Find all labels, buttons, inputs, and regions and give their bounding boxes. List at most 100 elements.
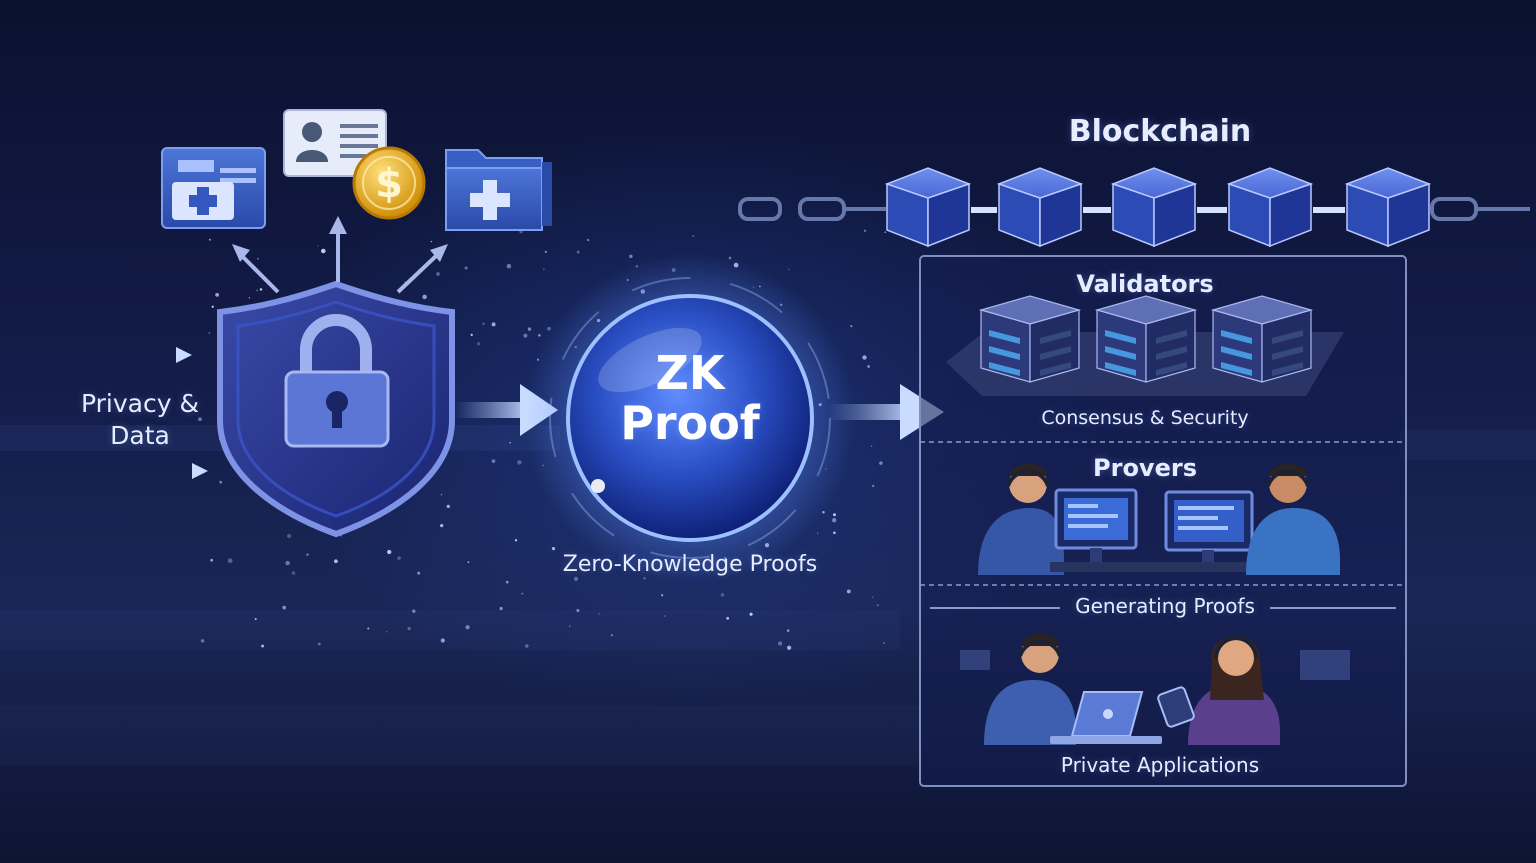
sparkle-dot bbox=[879, 461, 883, 465]
block-cubes bbox=[884, 167, 1432, 248]
server-rack-icon bbox=[1210, 295, 1314, 383]
sparkle-dot bbox=[764, 565, 768, 569]
sparkle-dot bbox=[482, 322, 485, 326]
sparkle-dot bbox=[259, 288, 263, 291]
sparkle-dot bbox=[291, 571, 296, 575]
sparkle-dot bbox=[215, 293, 219, 297]
output-arrows bbox=[232, 216, 448, 294]
sparkle-dot bbox=[870, 445, 873, 447]
sparkle-dot bbox=[440, 523, 444, 528]
sparkle-dot bbox=[598, 613, 600, 615]
provers-scene bbox=[978, 463, 1340, 575]
sparkle-dot bbox=[833, 531, 836, 535]
sparkle-dot bbox=[871, 596, 874, 599]
provers-title: Provers bbox=[1093, 454, 1197, 482]
zk-proof-orb bbox=[525, 253, 855, 583]
blockchain-chain bbox=[738, 167, 1530, 248]
blockchain-title: Blockchain bbox=[1068, 114, 1252, 149]
sparkle-dot bbox=[464, 266, 468, 270]
sparkle-dot bbox=[884, 231, 887, 233]
sparkle-dot bbox=[547, 326, 551, 331]
laptop-icon bbox=[1050, 691, 1162, 744]
sparkle-dot bbox=[436, 272, 440, 276]
sparkle-dot bbox=[334, 559, 338, 564]
sparkle-dot bbox=[832, 518, 837, 523]
sparkle-dot bbox=[257, 257, 259, 260]
sparkle-dot bbox=[261, 644, 265, 648]
person-icon bbox=[1188, 635, 1280, 745]
tablet-icon bbox=[1157, 686, 1195, 728]
sparkle-dot bbox=[219, 480, 223, 484]
chain-link bbox=[1313, 207, 1345, 213]
blockchain-cube-icon bbox=[1226, 167, 1314, 248]
sparkle-dot bbox=[467, 561, 470, 564]
blockchain-cube-icon bbox=[1344, 167, 1432, 248]
generating-caption: Generating Proofs bbox=[1075, 594, 1255, 618]
sparkle-dot bbox=[286, 533, 292, 539]
sparkle-dot bbox=[876, 604, 879, 607]
sparkle-dot bbox=[476, 342, 481, 346]
sparkle-dot bbox=[200, 639, 205, 643]
sparkle-dot bbox=[576, 250, 580, 254]
sparkle-dot bbox=[256, 289, 259, 292]
sparkle-dot bbox=[749, 612, 753, 616]
monitor-icon bbox=[1164, 490, 1254, 562]
consensus-caption: Consensus & Security bbox=[1041, 407, 1249, 429]
sparkle-dot bbox=[422, 294, 427, 300]
chain-links-right bbox=[1430, 197, 1530, 221]
sparkle-dot bbox=[446, 504, 450, 509]
sparkle-dot bbox=[317, 244, 319, 247]
private-apps-caption: Private Applications bbox=[1060, 753, 1260, 777]
sparkle-dot bbox=[321, 248, 326, 254]
sparkle-dot bbox=[846, 589, 851, 594]
sparkle-dot bbox=[491, 459, 496, 463]
sparkle-dot bbox=[417, 571, 421, 575]
sparkle-dot bbox=[210, 558, 214, 562]
sparkle-dot bbox=[551, 546, 556, 551]
sparkle-dot bbox=[661, 594, 664, 597]
chain-links-left bbox=[738, 197, 886, 221]
health-folder-icon bbox=[445, 149, 552, 231]
sparkle-dot bbox=[465, 625, 470, 630]
sparkle-dot bbox=[863, 229, 867, 232]
sparkle-dot bbox=[386, 631, 388, 633]
person-icon bbox=[978, 463, 1064, 575]
sparkle-dot bbox=[872, 484, 875, 488]
server-rack-icon bbox=[1094, 295, 1198, 383]
sparkle-dot bbox=[514, 539, 518, 542]
sparkle-dot bbox=[506, 264, 512, 269]
sparkle-dot bbox=[430, 240, 433, 243]
sparkle-dot bbox=[491, 322, 496, 327]
sparkle-dot bbox=[568, 625, 571, 627]
sparkle-dot bbox=[882, 642, 886, 645]
person-icon bbox=[984, 634, 1076, 745]
sparkle-dot bbox=[664, 615, 666, 617]
padlock-icon bbox=[284, 314, 390, 448]
private-apps-scene bbox=[960, 634, 1350, 745]
validators-title: Validators bbox=[1076, 270, 1214, 298]
sparkle-dot bbox=[517, 460, 522, 465]
sparkle-dot bbox=[412, 609, 416, 613]
sparkle-dot bbox=[525, 644, 529, 648]
sparkle-dot bbox=[573, 576, 579, 582]
sparkle-dot bbox=[543, 268, 545, 270]
sparkle-dot bbox=[282, 605, 286, 610]
sparkle-dot bbox=[523, 333, 528, 338]
chain-link bbox=[1197, 207, 1227, 213]
sparkle-dot bbox=[285, 560, 290, 566]
blockchain-cube-icon bbox=[884, 167, 972, 248]
input-arrow-bottom bbox=[48, 463, 208, 479]
chain-link bbox=[1083, 207, 1111, 213]
person-icon bbox=[1246, 464, 1340, 575]
sparkle-dot bbox=[521, 592, 524, 595]
sparkle-dot bbox=[208, 238, 211, 241]
coin-symbol: $ bbox=[375, 161, 403, 207]
sparkle-dot bbox=[227, 558, 233, 564]
sparkle-dot bbox=[397, 556, 401, 560]
sparkle-dot bbox=[720, 593, 725, 597]
sparkle-dot bbox=[509, 441, 511, 444]
sparkle-dot bbox=[817, 532, 819, 534]
sparkle-dot bbox=[211, 305, 214, 308]
